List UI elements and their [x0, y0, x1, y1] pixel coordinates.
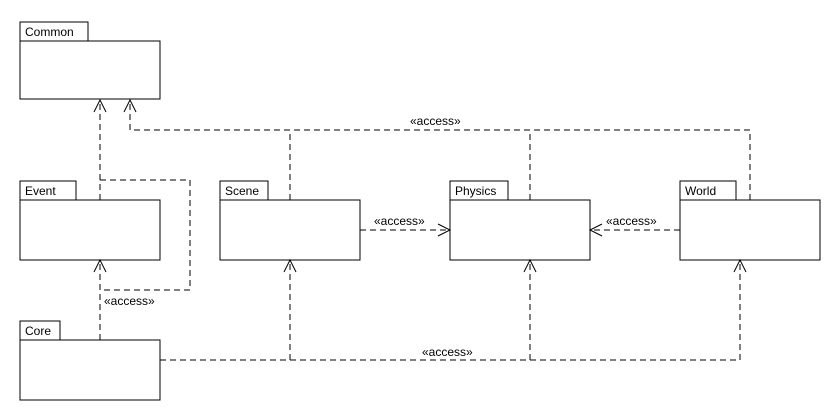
package-physics-label: Physics [455, 184, 496, 198]
package-core-body [19, 339, 161, 401]
package-world[interactable]: World [679, 180, 821, 261]
dependency-core-to-event: «access» [93, 258, 155, 340]
dependency-core-side-path-line [100, 179, 191, 291]
package-scene-label: Scene [225, 184, 259, 198]
package-scene[interactable]: Scene [219, 180, 361, 261]
package-core-label: Core [25, 324, 51, 338]
package-event[interactable]: Event [19, 180, 161, 261]
dependency-world-to-physics: «access» [588, 214, 680, 237]
package-physics[interactable]: Physics [449, 180, 591, 261]
arrowhead-icon [733, 258, 747, 273]
dependency-scene-to-physics-label: «access» [374, 214, 425, 228]
package-world-body [679, 199, 821, 261]
dependency-to-common: «access» [123, 98, 751, 200]
package-event-body [19, 199, 161, 261]
package-common[interactable]: Common [19, 21, 161, 100]
arrowhead-icon [437, 223, 452, 237]
package-physics-body [449, 199, 591, 261]
arrowhead-icon [283, 258, 297, 273]
package-common-body [19, 40, 161, 100]
arrowhead-icon [523, 258, 537, 273]
dependency-core-side-path [100, 179, 191, 291]
dependency-event-to-common [93, 98, 107, 200]
dependency-core-to-event-label: «access» [104, 294, 155, 308]
dependency-core-to-world-line [160, 260, 741, 361]
package-core[interactable]: Core [19, 320, 161, 401]
dependency-core-to-scene-physics-world-label: «access» [422, 345, 473, 359]
dependency-scene-to-physics: «access» [360, 214, 452, 237]
arrowhead-icon [588, 223, 603, 237]
arrowhead-icon [93, 98, 107, 113]
arrowhead-icon [123, 98, 137, 113]
package-common-label: Common [25, 25, 74, 39]
dependency-world-to-physics-label: «access» [606, 214, 657, 228]
dependency-to-common-label: «access» [410, 114, 461, 128]
arrowhead-icon [93, 258, 107, 273]
package-scene-body [219, 199, 361, 261]
dependency-core-to-scene-physics-world: «access» [160, 258, 747, 361]
package-event-label: Event [25, 184, 56, 198]
package-world-label: World [685, 184, 716, 198]
dependency-world-to-common-line [129, 100, 751, 200]
